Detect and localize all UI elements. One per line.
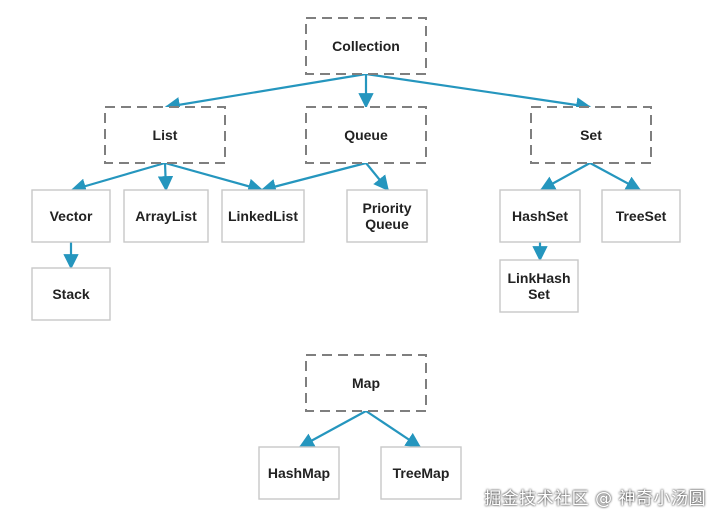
node-label-arraylist: ArrayList	[135, 208, 197, 224]
node-box-queue	[305, 106, 427, 164]
node-label-priorityqueue: Queue	[365, 216, 409, 232]
node-label-treeset: TreeSet	[616, 208, 667, 224]
node-label-linkedlist: LinkedList	[228, 208, 298, 224]
node-label-map: Map	[352, 375, 380, 391]
node-arraylist: ArrayList	[123, 189, 209, 243]
node-list: List	[104, 106, 226, 164]
node-set: Set	[530, 106, 652, 164]
node-label-queue: Queue	[344, 127, 388, 143]
edge-set-to-treeset	[589, 162, 642, 191]
node-box-collection	[305, 17, 427, 75]
node-label-treemap: TreeMap	[393, 465, 450, 481]
edge-collection-to-set	[365, 72, 592, 113]
watermark: 掘金技术社区 @ 神奇小汤圆	[484, 489, 706, 509]
edge-queue-to-priorityqueue	[365, 162, 389, 192]
node-stack: Stack	[31, 267, 111, 321]
node-hashmap: HashMap	[258, 446, 340, 500]
edge-list-to-vector	[70, 161, 166, 194]
node-label-collection: Collection	[332, 38, 400, 54]
node-box-treemap	[380, 446, 462, 500]
node-vector: Vector	[31, 189, 111, 243]
node-treemap: TreeMap	[380, 446, 462, 500]
node-box-priorityqueue	[346, 189, 428, 243]
node-label-linkedhashset: LinkHash	[507, 270, 570, 286]
node-box-treeset	[601, 189, 681, 243]
edge-set-to-hashset	[539, 162, 591, 191]
node-label-list: List	[153, 127, 178, 143]
node-box-hashset	[499, 189, 581, 243]
node-box-linkedhashset	[499, 259, 579, 313]
node-label-vector: Vector	[50, 208, 93, 224]
edge-map-to-hashmap	[298, 410, 367, 448]
node-box-list	[104, 106, 226, 164]
edge-map-to-treemap	[365, 410, 422, 448]
node-label-hashmap: HashMap	[268, 465, 330, 481]
node-map: Map	[305, 354, 427, 412]
node-linkedlist: LinkedList	[221, 189, 305, 243]
node-label-hashset: HashSet	[512, 208, 568, 224]
node-box-linkedlist	[221, 189, 305, 243]
node-hashset: HashSet	[499, 189, 581, 243]
node-label-priorityqueue: Priority	[362, 200, 411, 216]
edge-collection-to-list	[164, 72, 367, 113]
edge-list-to-arraylist	[157, 162, 174, 192]
node-box-arraylist	[123, 189, 209, 243]
edge-queue-to-linkedlist	[260, 161, 367, 194]
node-queue: Queue	[305, 106, 427, 164]
edges-layer	[63, 72, 642, 448]
node-box-vector	[31, 189, 111, 243]
node-box-map	[305, 354, 427, 412]
node-label-stack: Stack	[52, 286, 90, 302]
node-label-set: Set	[580, 127, 602, 143]
node-box-hashmap	[258, 446, 340, 500]
node-treeset: TreeSet	[601, 189, 681, 243]
node-box-set	[530, 106, 652, 164]
edge-list-to-linkedlist	[164, 161, 264, 194]
node-label-linkedhashset: Set	[528, 286, 550, 302]
node-collection: Collection	[305, 17, 427, 75]
node-box-stack	[31, 267, 111, 321]
